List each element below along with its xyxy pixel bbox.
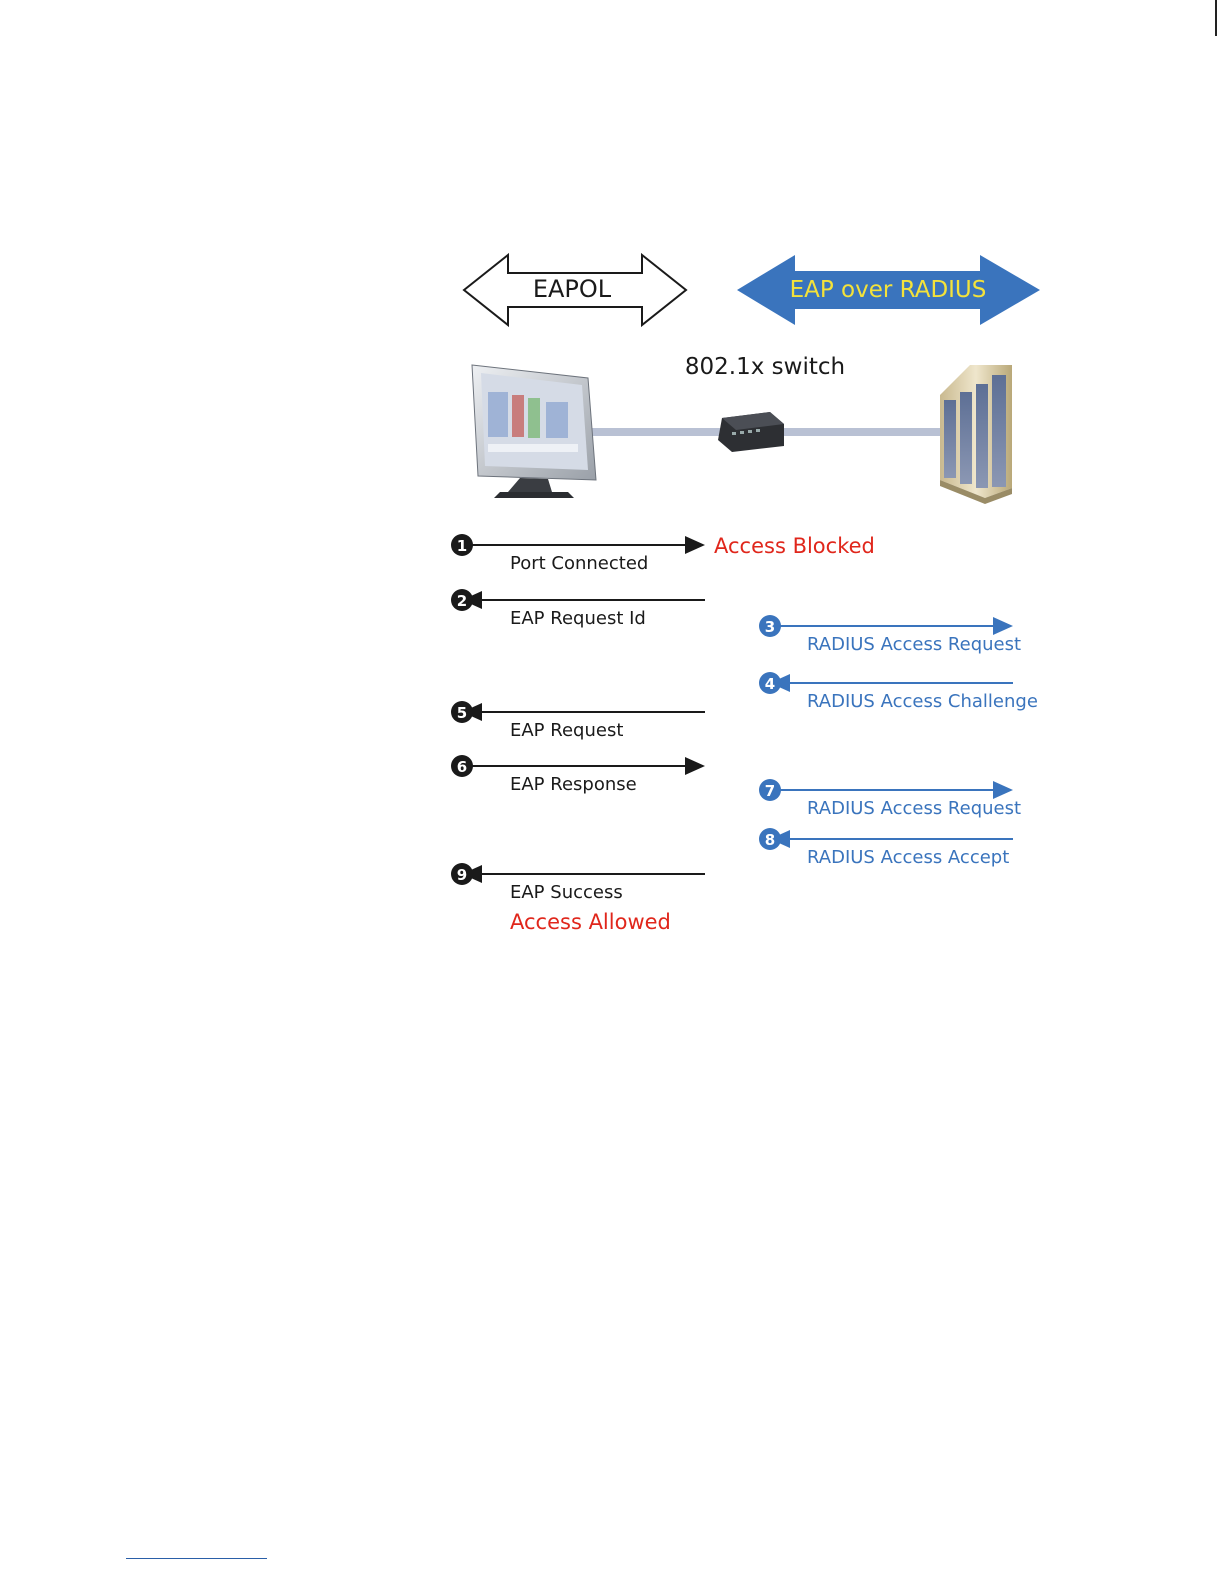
step-label: RADIUS Access Request <box>807 798 1021 819</box>
eap-over-radius-label: EAP over RADIUS <box>790 277 987 303</box>
step-number: 7 <box>765 782 775 800</box>
eapol-double-arrow: EAPOL <box>464 255 686 325</box>
step-label: EAP Request <box>510 720 623 741</box>
eap-over-radius-double-arrow: EAP over RADIUS <box>737 255 1040 325</box>
step-number: 9 <box>457 866 467 884</box>
server-rack-icon <box>940 365 1012 504</box>
network-switch-icon <box>718 412 784 452</box>
eapol-label: EAPOL <box>533 275 612 303</box>
arrowhead <box>993 781 1013 799</box>
step-label: EAP Request Id <box>510 608 646 629</box>
step-label: RADIUS Access Request <box>807 634 1021 655</box>
server-cable <box>780 428 942 436</box>
switch-label: 802.1x switch <box>685 354 845 380</box>
step-label: Port Connected <box>510 553 648 574</box>
step-number: 4 <box>765 675 775 693</box>
step-number: 5 <box>457 704 467 722</box>
step-number: 2 <box>457 592 467 610</box>
step-number: 6 <box>457 758 467 776</box>
arrowhead <box>993 617 1013 635</box>
footer-rule <box>126 1558 267 1559</box>
step-number: 3 <box>765 618 775 636</box>
step-label: RADIUS Access Challenge <box>807 691 1038 712</box>
monitor-icon <box>472 365 596 498</box>
step-number: 1 <box>457 537 467 555</box>
client-cable <box>588 428 728 436</box>
step-number: 8 <box>765 831 775 849</box>
access-blocked-label: Access Blocked <box>714 534 875 558</box>
step-label: EAP Success <box>510 882 623 903</box>
access-allowed-label: Access Allowed <box>510 910 671 934</box>
arrowhead <box>685 757 705 775</box>
step-label: EAP Response <box>510 774 637 795</box>
step-label: RADIUS Access Accept <box>807 847 1009 868</box>
arrowhead <box>685 536 705 554</box>
